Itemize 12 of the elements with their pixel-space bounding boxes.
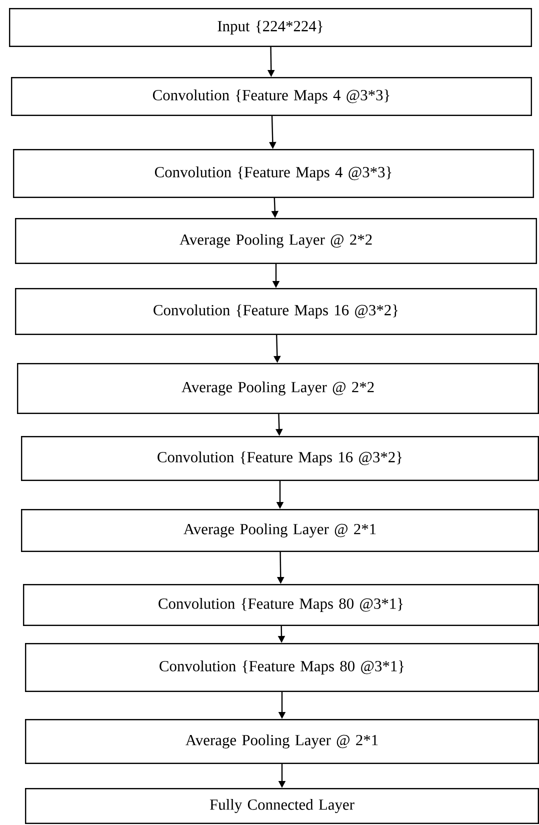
layer-box: Convolution {Feature Maps 4 @3*3} xyxy=(13,149,534,198)
layer-box: Average Pooling Layer @ 2*1 xyxy=(25,719,539,764)
layer-box: Average Pooling Layer @ 2*2 xyxy=(15,218,537,264)
layer-box: Convolution {Feature Maps 16 @3*2} xyxy=(15,288,537,335)
layer-box: Convolution {Feature Maps 4 @3*3} xyxy=(11,77,532,116)
layer-box: Input {224*224} xyxy=(9,8,532,47)
layer-box: Average Pooling Layer @ 2*2 xyxy=(17,363,539,414)
layer-box: Convolution {Feature Maps 80 @3*1} xyxy=(23,584,539,626)
layer-box: Fully Connected Layer xyxy=(25,788,539,824)
layer-box: Average Pooling Layer @ 2*1 xyxy=(21,509,539,552)
layer-box: Convolution {Feature Maps 16 @3*2} xyxy=(21,436,539,481)
layer-box: Convolution {Feature Maps 80 @3*1} xyxy=(25,643,539,692)
